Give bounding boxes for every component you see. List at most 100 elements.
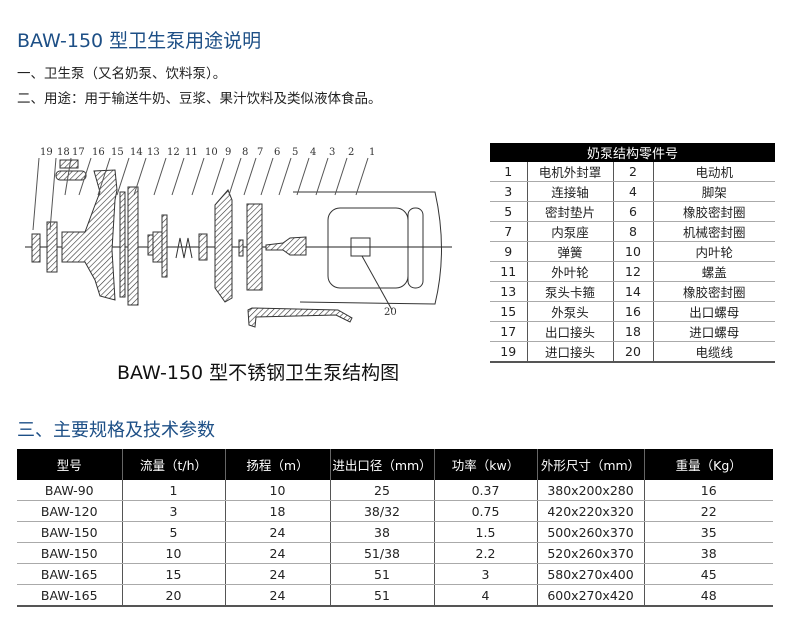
part-number: 19 [490,341,527,363]
part-name: 出口螺母 [652,301,775,322]
table-cell: 45 [643,563,773,585]
spec-table: 型号流量（t/h）扬程（m）进出口径（mm）功率（kw）外形尺寸（mm）重量（K… [17,449,773,607]
leader-line [315,157,329,196]
leader-line [32,157,40,231]
part-label: 10 [205,147,218,158]
table-cell: 24 [224,521,330,543]
part-number: 14 [612,281,653,302]
table-cell: 24 [224,563,330,585]
part-label: 17 [72,147,85,158]
leader-line [211,157,225,196]
intro-line-1: 一、卫生泵（又名奶泵、饮料泵）。 [17,66,227,82]
table-cell: 24 [224,542,330,564]
part-label: 5 [292,147,298,158]
table-cell: 420x220x320 [536,500,644,522]
leader-line [260,157,274,196]
table-cell: 20 [121,584,225,607]
table-cell: 48 [643,584,773,607]
part-18 [46,221,58,273]
table-cell: BAW-150 [17,542,122,564]
part-1 [293,191,442,305]
table-cell: 51/38 [329,542,434,564]
part-label: 6 [274,147,280,158]
part-label: 18 [57,147,70,158]
leader-line [133,157,147,196]
part-label: 13 [147,147,160,158]
leader-line [78,157,92,196]
part-7 [214,189,233,303]
part-label: 3 [329,147,335,158]
part-name: 外泵头 [526,301,613,322]
table-cell: 35 [643,521,773,543]
part-number: 9 [490,241,527,262]
section-3-heading: 三、主要规格及技术参数 [17,420,215,441]
part-name: 进口接头 [526,341,613,363]
part-name: 内泵座 [526,221,613,242]
leader-line [64,157,72,196]
table-cell: 2.2 [433,542,537,564]
intro-line-2: 二、用途：用于输送牛奶、豆浆、果汁饮料及类似液体食品。 [17,91,382,107]
part-number: 1 [490,162,527,182]
table-cell: 38 [329,521,434,543]
table-cell: 1 [121,480,225,501]
leader-line [296,157,310,196]
table-cell: 600x270x420 [536,584,644,607]
part-label: 4 [310,147,316,158]
part-12 [147,234,154,256]
part-label: 7 [257,147,263,158]
column-header: 外形尺寸（mm） [536,449,644,480]
part-13 [127,186,139,306]
part-name: 橡胶密封圈 [652,201,775,222]
part-16 [55,170,87,181]
part-number: 11 [490,261,527,282]
part-number: 16 [612,301,653,322]
leader-line [243,157,257,196]
part-name: 泵头卡箍 [526,281,613,302]
part-name: 外叶轮 [526,261,613,282]
table-cell: 51 [329,584,434,607]
column-header: 功率（kw） [433,449,537,480]
part-label: 8 [242,147,248,158]
part-3 [265,236,307,256]
part-name: 密封垫片 [526,201,613,222]
table-cell: 580x270x400 [536,563,644,585]
part-number: 3 [490,181,527,202]
table-cell: 10 [121,542,225,564]
leader-line [116,157,130,196]
leader-line [191,157,205,196]
part-label: 1 [369,147,375,158]
part-name: 橡胶密封圈 [652,281,775,302]
part-name: 电动机 [652,162,775,182]
part-number: 7 [490,221,527,242]
table-cell: 38 [643,542,773,564]
table-cell: 22 [643,500,773,522]
part-14 [119,191,126,298]
part-label: 9 [225,147,231,158]
table-cell: 51 [329,563,434,585]
part-label-20: 20 [384,307,397,318]
part-number: 4 [612,181,653,202]
table-cell: 10 [224,480,330,501]
table-cell: 5 [121,521,225,543]
table-cell: 38/32 [329,500,434,522]
part-number: 2 [612,162,653,182]
table-cell: 3 [433,563,537,585]
part-2 [327,207,409,289]
part-name: 电缆线 [652,341,775,363]
part-9 [175,237,193,259]
leader-line [355,157,369,196]
part-number: 15 [490,301,527,322]
part-number: 6 [612,201,653,222]
part-name: 脚架 [652,181,775,202]
table-cell: 520x260x370 [536,542,644,564]
